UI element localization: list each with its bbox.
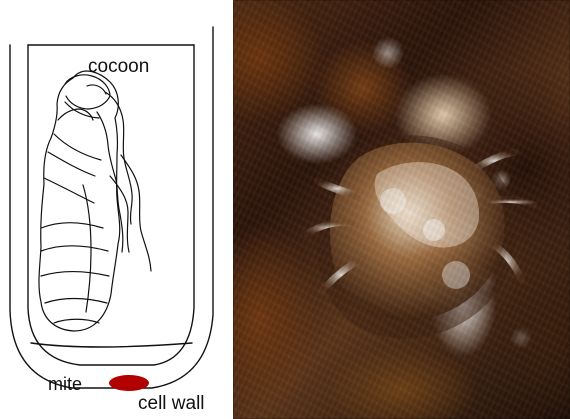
mite-body (330, 143, 505, 321)
mite-leg-6 (490, 243, 522, 281)
mite-spot-3 (442, 261, 470, 289)
abdomen-segment-5 (54, 319, 99, 323)
mite-highlight (375, 162, 479, 247)
head-section (65, 75, 110, 109)
mite-leg-1 (318, 181, 356, 196)
wing-line-1 (54, 134, 101, 160)
abdomen-segment-2 (41, 246, 108, 251)
label-mite: mite (48, 375, 82, 393)
cocoon-bottom-line (31, 343, 192, 347)
pupa-outline (39, 71, 120, 331)
abdomen-segment-1 (41, 223, 103, 228)
cell-wall-outline (10, 27, 213, 388)
mite-body-shadow (317, 135, 517, 338)
cocoon-inner-wall (28, 45, 194, 365)
body-inner-line (83, 185, 91, 312)
mite-leg-5 (489, 199, 534, 205)
label-cocoon: cocoon (88, 57, 149, 76)
mite-spot-2 (423, 219, 445, 241)
mite-leg-2 (307, 222, 351, 234)
eye-line (87, 85, 106, 94)
abdomen-segment-4 (45, 299, 107, 304)
mite-photo (233, 0, 570, 419)
mite-photo-panel (233, 0, 570, 419)
mite-leg-3 (321, 259, 362, 292)
label-cell-wall: cell wall (138, 394, 205, 413)
leg-rear (121, 155, 151, 271)
mite-leg-4 (473, 152, 516, 170)
photo-dark-edge (233, 0, 570, 419)
mite-spot-1 (380, 188, 406, 214)
abdomen-segment-3 (41, 272, 109, 277)
cell-diagram-panel: cocoon mite cell wall (0, 0, 232, 419)
mite-marker (109, 375, 149, 391)
leg-mid (97, 112, 123, 252)
